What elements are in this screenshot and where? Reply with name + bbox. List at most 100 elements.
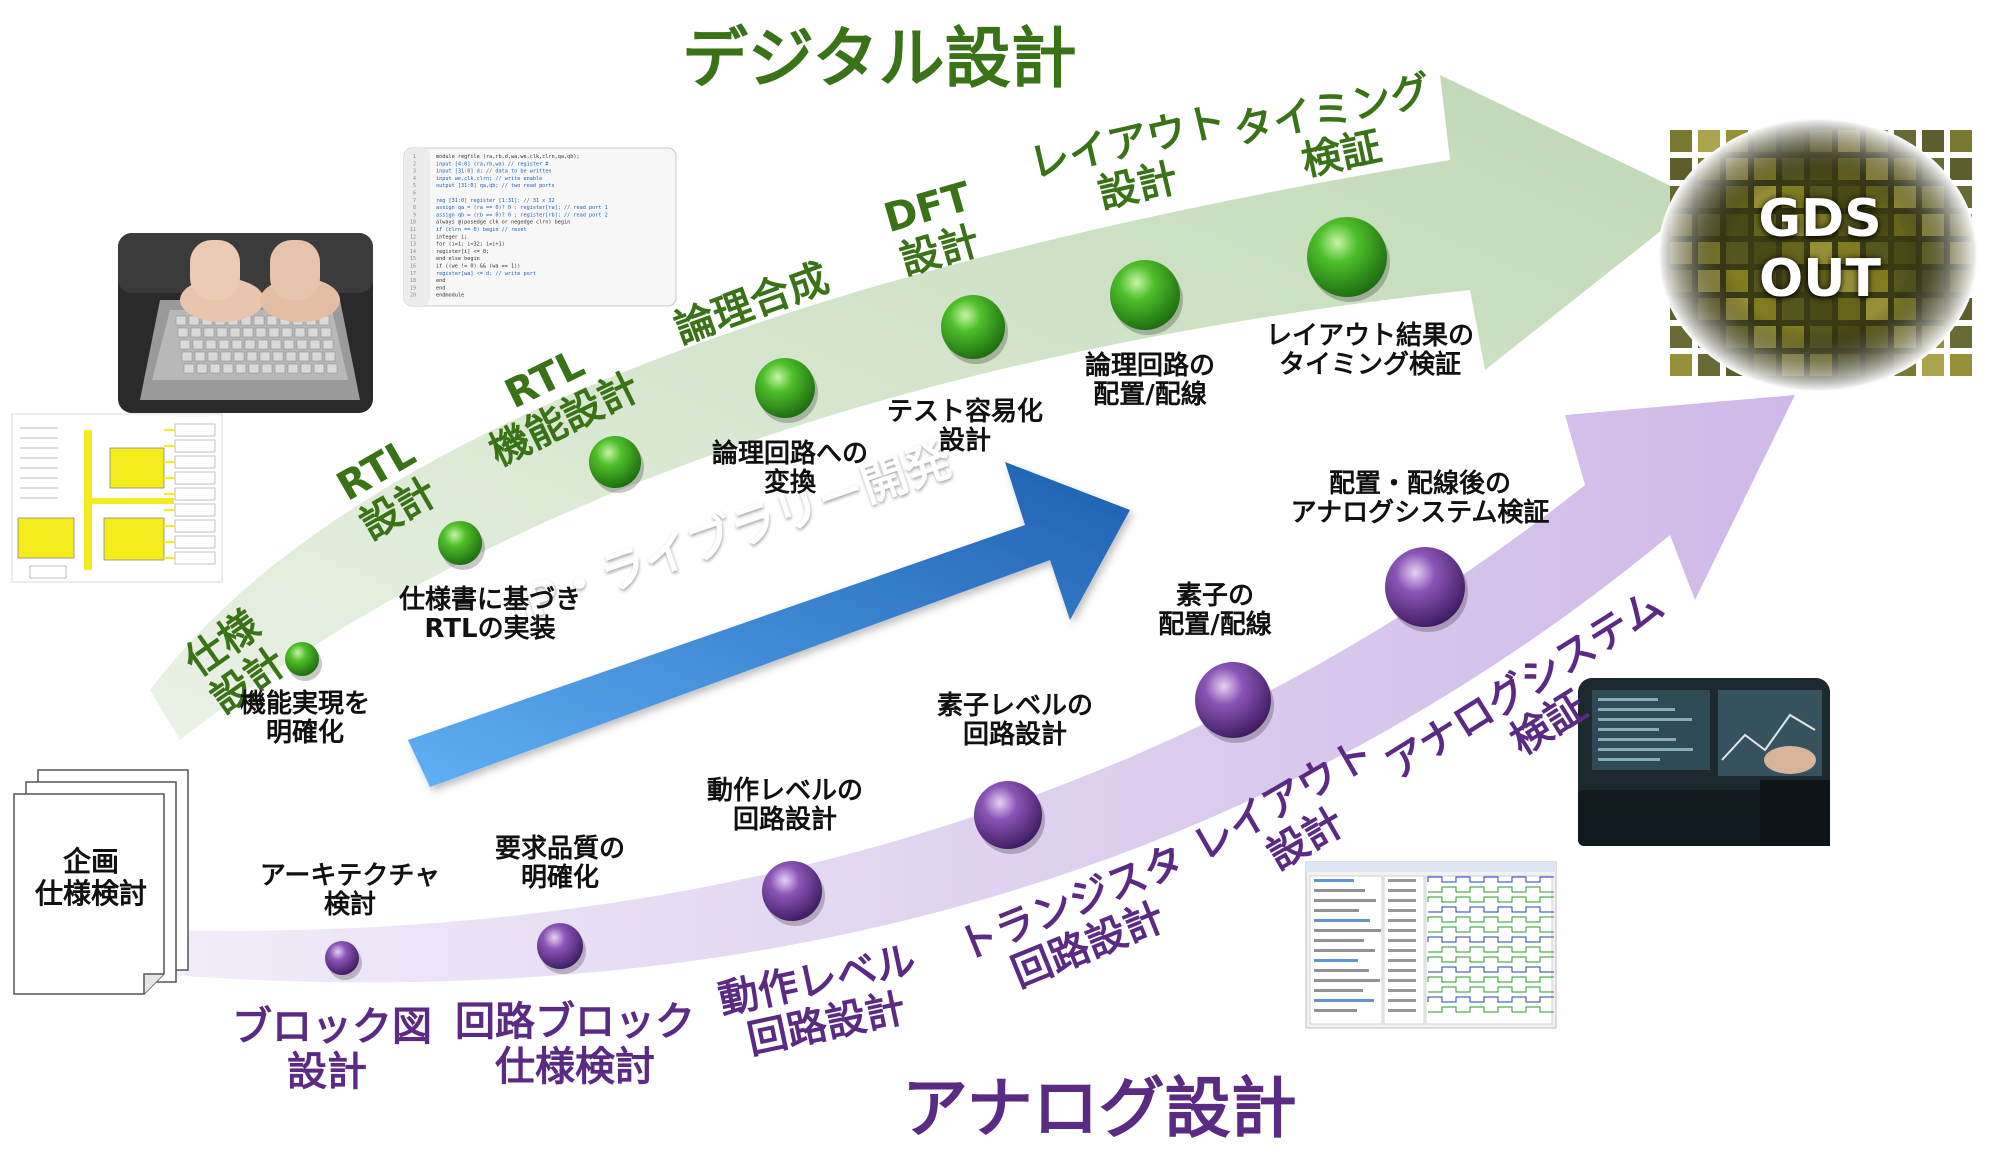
waveform-signal-value — [1388, 879, 1416, 882]
block-side-box — [174, 487, 216, 501]
waveform-signal-value — [1388, 939, 1416, 942]
code-line-number: 17 — [410, 271, 416, 277]
analog-stage-dot-5 — [1195, 662, 1271, 738]
keyboard-key — [268, 327, 280, 338]
digital-stage-1-desc2: 明確化 — [265, 718, 344, 749]
code-line-number: 2 — [413, 161, 416, 167]
block-bus-horizontal — [84, 498, 174, 504]
waveform-signal-name — [1314, 899, 1376, 902]
analog-stage-dot-4 — [974, 781, 1042, 849]
ip-library-arrow — [408, 462, 1130, 787]
code-line-text: assign qa = (ra == 0)? 0 : register[ra];… — [436, 205, 608, 211]
code-line-text: end — [436, 285, 445, 291]
analog-stage-2-desc: 要求品質の 明確化 — [470, 834, 650, 894]
keyboard-key — [196, 363, 208, 374]
stage-dots — [285, 217, 1468, 980]
code-line-text: endmodule — [436, 293, 464, 299]
code-line-number: 11 — [410, 227, 416, 233]
code-line-number: 19 — [410, 285, 416, 291]
block-yellow-1 — [109, 447, 165, 489]
waveform-trace — [1427, 916, 1554, 923]
waveform-signal-name — [1314, 959, 1358, 962]
digital-stage-2-desc1: 仕様書に基づき — [398, 585, 581, 615]
code-line-text: end — [436, 278, 445, 284]
keyboard-key — [285, 351, 297, 362]
digital-stage-4-desc2: 変換 — [763, 468, 816, 499]
block-side-box — [174, 423, 216, 437]
keyboard-key — [294, 327, 306, 338]
waveform-signal-name — [1314, 909, 1359, 912]
analog-stage-3-desc: 動作レベルの 回路設計 — [690, 776, 880, 836]
analog-stage-dot-1 — [325, 941, 359, 975]
chip-cell — [1950, 354, 1972, 376]
waveform-signal-name — [1314, 929, 1381, 932]
code-line-number: 15 — [410, 256, 416, 262]
keyboard-key — [229, 327, 241, 338]
analog-flow-arrow — [160, 395, 1795, 983]
keyboard-key — [220, 351, 232, 362]
chip-cell — [1670, 130, 1692, 152]
keyboard-key — [281, 327, 293, 338]
waveform-trace — [1428, 946, 1554, 953]
analog-stage-3-desc1: 動作レベルの — [706, 776, 863, 806]
chip-cell — [1922, 354, 1944, 376]
block-side-box — [174, 519, 216, 533]
digital-stage-dot-3 — [589, 436, 641, 488]
chip-cell — [1950, 130, 1972, 152]
code-line-number: 9 — [413, 212, 416, 218]
block-side-box — [174, 503, 216, 517]
analog-stage-1-desc: アーキテクチャ 検討 — [250, 861, 450, 921]
chip-cell — [1698, 130, 1720, 152]
waveform-trace — [1427, 996, 1554, 1003]
digital-stage-5-desc1: テスト容易化 — [886, 397, 1043, 427]
chip-cell — [1950, 158, 1972, 180]
analog-stage-2-desc1: 要求品質の — [494, 834, 625, 864]
digital-stage-6-desc2: 配置/配線 — [1093, 380, 1207, 411]
keyboard-key — [233, 351, 245, 362]
code-line-number: 20 — [410, 293, 416, 299]
keyboard-key — [253, 315, 265, 326]
waveform-signal-name — [1314, 979, 1380, 982]
keyboard-key — [298, 351, 310, 362]
monitor-code-line — [1598, 738, 1676, 741]
keyboard-key — [283, 339, 295, 350]
keyboard-key — [190, 327, 202, 338]
keyboard-key — [194, 351, 206, 362]
analog-stage-1-title: ブロック図 設計 — [232, 1004, 432, 1095]
code-line-text: for (i=1; i<32; i=i+1) — [436, 242, 505, 248]
waveform-signal-name — [1314, 889, 1365, 892]
planning-label: 企画 仕様検討 — [16, 846, 166, 909]
analog-stage-4-desc1: 素子レベルの — [936, 691, 1093, 721]
waveform-trace — [1428, 966, 1554, 973]
code-line-number: 3 — [413, 169, 416, 175]
keyboard-key — [244, 339, 256, 350]
analog-stage-5-desc1: 素子の — [1175, 581, 1254, 611]
analog-stage-5-desc: 素子の 配置/配線 — [1130, 581, 1300, 641]
keyboard-key — [287, 363, 299, 374]
block-side-box — [174, 439, 216, 453]
keyboard-key — [311, 351, 323, 362]
waveform-signal-name — [1314, 1009, 1357, 1012]
planning-line1: 企画 — [62, 845, 119, 878]
analog-stage-6-desc: 配置・配線後の アナログシステム検証 — [1275, 469, 1565, 529]
waveform-simulator-image — [1305, 861, 1557, 1029]
digital-stage-2-desc: 仕様書に基づき RTLの実装 — [375, 585, 605, 645]
monitor-graph-line — [1721, 713, 1816, 761]
analog-stage-dot-2 — [537, 923, 583, 969]
digital-stage-7-desc1: レイアウト結果の — [1265, 321, 1474, 351]
keyboard-key — [203, 327, 215, 338]
digital-stage-7-desc2: タイミング検証 — [1278, 350, 1461, 381]
keyboard-key — [175, 315, 187, 326]
analog-stage-4-desc: 素子レベルの 回路設計 — [915, 691, 1115, 751]
waveform-signal-value — [1388, 909, 1416, 912]
code-line-number: 14 — [410, 249, 416, 255]
code-line-text: input [4:0] (ra,rb,wa) // register # — [436, 161, 549, 167]
keyboard-key — [300, 363, 312, 374]
keyboard-key — [183, 363, 195, 374]
block-bottom-box — [29, 565, 67, 579]
keyboard-key — [274, 363, 286, 374]
analog-stage-6-desc2: アナログシステム検証 — [1290, 498, 1550, 529]
digital-stage-dot-7 — [1307, 217, 1387, 297]
keyboard-key — [177, 327, 189, 338]
code-line-number: 18 — [410, 278, 416, 284]
